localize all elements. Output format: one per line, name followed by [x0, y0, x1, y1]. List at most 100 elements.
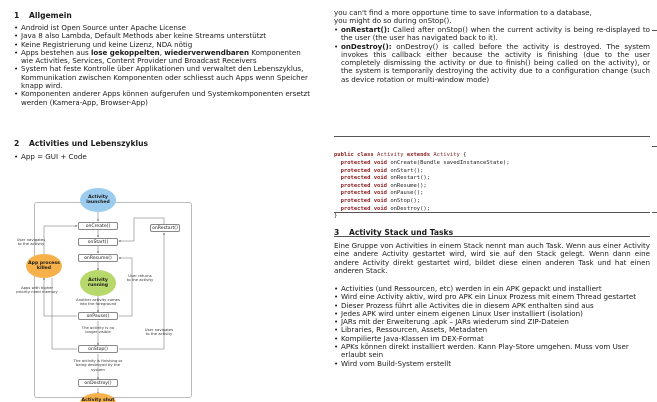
list-item: Libraries, Ressourcen, Assets, Metadaten — [334, 326, 650, 335]
code-method: onStop(); — [390, 197, 421, 204]
code-token: public class — [334, 152, 378, 159]
list-item: Dieser Prozess führt alle Activites die … — [334, 301, 650, 310]
section-2-bullet-list: App = GUI + Code — [14, 152, 314, 161]
section-3-title: Activity Stack und Tasks — [349, 228, 454, 237]
list-item: Wird vom Build-System erstellt — [334, 359, 650, 368]
code-keyword: void — [373, 182, 387, 189]
label-higher-priority: Apps with higher priority need memory — [16, 285, 58, 295]
lifecycle-methods-list: onRestart(): Called after onStop() when … — [334, 25, 650, 84]
code-listing: public class Activity extends Activity {… — [334, 121, 650, 252]
section-3-bullet-list: Activities (und Ressourcen, etc) werden … — [334, 284, 650, 368]
onstart-node: onStart() — [78, 238, 118, 246]
ondestroy-node: onDestroy() — [78, 379, 118, 387]
list-item: APKs können direkt installiert werden. K… — [334, 343, 650, 360]
code-method: onStart(); — [390, 167, 424, 174]
activity-launched-state: Activity launched — [80, 188, 116, 212]
onrestart-node: onRestart() — [150, 224, 180, 232]
bold-term: lose gekoppelten — [90, 47, 160, 57]
code-keyword: void — [373, 190, 387, 197]
section-divider — [334, 212, 650, 213]
section-3-number: 3 — [334, 228, 340, 237]
label-user-navigates-to: User navigates to the activity — [16, 237, 46, 247]
method-description: onDestroy() is called before the activit… — [341, 41, 650, 84]
code-method: onRestart(); — [390, 175, 431, 182]
code-keyword: void — [373, 205, 387, 212]
code-line: protected void onStart(); — [334, 168, 650, 176]
margin-mark — [652, 30, 657, 31]
bold-term: wiederverwendbaren — [164, 47, 250, 57]
margin-mark — [652, 146, 657, 147]
app-process-killed-state: App process killed — [26, 254, 62, 278]
section-3-heading: 3 Activity Stack und Tasks — [334, 228, 453, 237]
text-segment: System hat feste Kontrolle über Applikat… — [21, 64, 308, 91]
code-keyword: protected — [340, 167, 371, 174]
code-method: onResume(); — [390, 182, 427, 189]
list-item: System hat feste Kontrolle über Applikat… — [14, 65, 314, 90]
list-item: Jedes APK wird unter einem eigenen Linux… — [334, 309, 650, 318]
label-another-activity: Another activity comes into the foregrou… — [76, 297, 120, 307]
margin-mark — [652, 212, 657, 213]
list-item: Apps bestehen aus lose gekoppelten, wied… — [14, 47, 314, 66]
activity-running-state: Activity running — [80, 270, 116, 296]
code-line: } — [334, 213, 338, 220]
text-segment: Java 8 also Lambda, Default Methods aber… — [21, 31, 267, 41]
code-line: protected void onPause(); — [334, 190, 650, 198]
list-item: Komponenten anderer Apps können aufgeruf… — [14, 90, 314, 107]
code-line: protected void onCreate(Bundle savedInst… — [334, 160, 650, 168]
method-description: Called after onStop() when the current a… — [341, 25, 650, 43]
onstop-node: onStop() — [78, 345, 118, 353]
label-user-navigates-to-2: User navigates to the activity — [144, 327, 174, 337]
continuation-line-1: you can't find a more opportune time to … — [334, 8, 592, 17]
text-segment: , — [159, 47, 165, 57]
list-item: Java 8 also Lambda, Default Methods aber… — [14, 31, 314, 41]
code-keyword: protected — [340, 197, 371, 204]
code-body: public class Activity extends Activity {… — [334, 152, 650, 220]
code-token: Activity — [433, 152, 460, 159]
text-segment: Komponenten anderer Apps können aufgeruf… — [21, 89, 311, 107]
code-keyword: void — [373, 197, 387, 204]
code-keyword: protected — [340, 205, 371, 212]
list-item: onDestroy(): onDestroy() is called befor… — [334, 41, 650, 84]
code-method: onPause(); — [390, 190, 424, 197]
code-keyword: void — [373, 175, 387, 182]
list-item: Keine Registrierung und keine Lizenz, ND… — [14, 39, 314, 49]
oncreate-node: onCreate() — [78, 222, 118, 230]
list-item: Kompilierte Java-Klassen im DEX-Format — [334, 334, 650, 343]
code-method: onCreate(Bundle savedInstanceState); — [390, 159, 510, 166]
code-line: protected void onStop(); — [334, 198, 650, 206]
code-keyword: void — [373, 167, 387, 174]
list-item: onRestart(): Called after onStop() when … — [334, 25, 650, 43]
text-segment: Apps bestehen aus — [21, 47, 91, 57]
code-keyword: protected — [340, 190, 371, 197]
code-line: protected void onRestart(); — [334, 175, 650, 183]
code-line: protected void onResume(); — [334, 183, 650, 191]
code-token: extends — [403, 152, 434, 159]
label-user-returns: User returns to the activity — [126, 273, 154, 283]
list-item: App = GUI + Code — [14, 152, 314, 161]
section-1-bullet-list: Android ist Open Source unter Apache Lic… — [14, 23, 314, 107]
code-top-rule — [334, 136, 650, 138]
text-segment: Android ist Open Source unter Apache Lic… — [21, 23, 186, 32]
text-segment: Keine Registrierung und keine Lizenz, ND… — [21, 39, 193, 49]
activity-shut-down-state: Activity shut down — [80, 393, 116, 402]
continuation-text: you can't find a more opportune time to … — [334, 8, 650, 26]
method-name: onRestart(): — [341, 25, 390, 34]
list-item: Android ist Open Source unter Apache Lic… — [14, 23, 314, 32]
code-line: public class Activity extends Activity { — [334, 152, 650, 160]
list-item: Activities (und Ressourcen, etc) werden … — [334, 284, 650, 293]
code-keyword: protected — [340, 182, 371, 189]
section-3-paragraph: Eine Gruppe von Activities in einem Stac… — [334, 241, 650, 275]
code-keyword: void — [373, 159, 387, 166]
label-no-longer-visible: The activity is no longer visible — [81, 325, 115, 335]
code-token: Activity — [377, 152, 404, 159]
code-keyword: protected — [340, 159, 371, 166]
activity-lifecycle-diagram: Activity launched onCreate() onStart() o… — [14, 182, 214, 402]
onresume-node: onResume() — [78, 254, 118, 262]
label-activity-finishing: The activity is finishing or being destr… — [73, 358, 123, 372]
diagram-arrows — [43, 212, 165, 395]
method-name: onDestroy(): — [341, 41, 392, 51]
text-segment: Komponenten wie Activities, Services, Co… — [21, 47, 301, 66]
continuation-line-2: you might do so during onStop(). — [334, 16, 452, 26]
